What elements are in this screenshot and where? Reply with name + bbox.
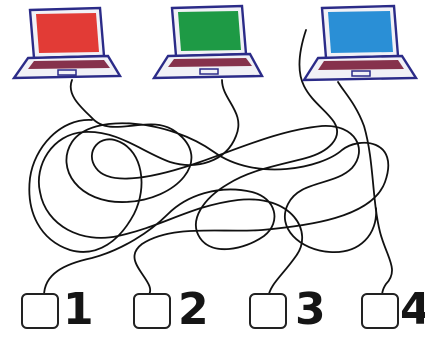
blue-laptop-screen	[328, 11, 393, 53]
box-label-4: 4	[400, 282, 425, 338]
answer-box-3[interactable]	[250, 294, 286, 328]
green-laptop-screen	[178, 11, 241, 51]
answer-box-4[interactable]	[362, 294, 398, 328]
answer-box-2[interactable]	[134, 294, 170, 328]
box-label-1: 1	[63, 282, 94, 338]
answer-box-1[interactable]	[22, 294, 58, 328]
box-label-3: 3	[295, 282, 326, 338]
wire-from-blue-laptop[interactable]	[338, 82, 392, 298]
wire-from-red-laptop[interactable]	[66, 80, 388, 296]
blue-laptop-icon[interactable]	[304, 6, 416, 80]
box-label-2: 2	[178, 282, 209, 338]
red-laptop-icon[interactable]	[14, 8, 120, 78]
green-laptop-icon[interactable]	[154, 6, 262, 78]
wire-extra-loop	[29, 120, 376, 252]
red-laptop-screen	[36, 13, 99, 53]
